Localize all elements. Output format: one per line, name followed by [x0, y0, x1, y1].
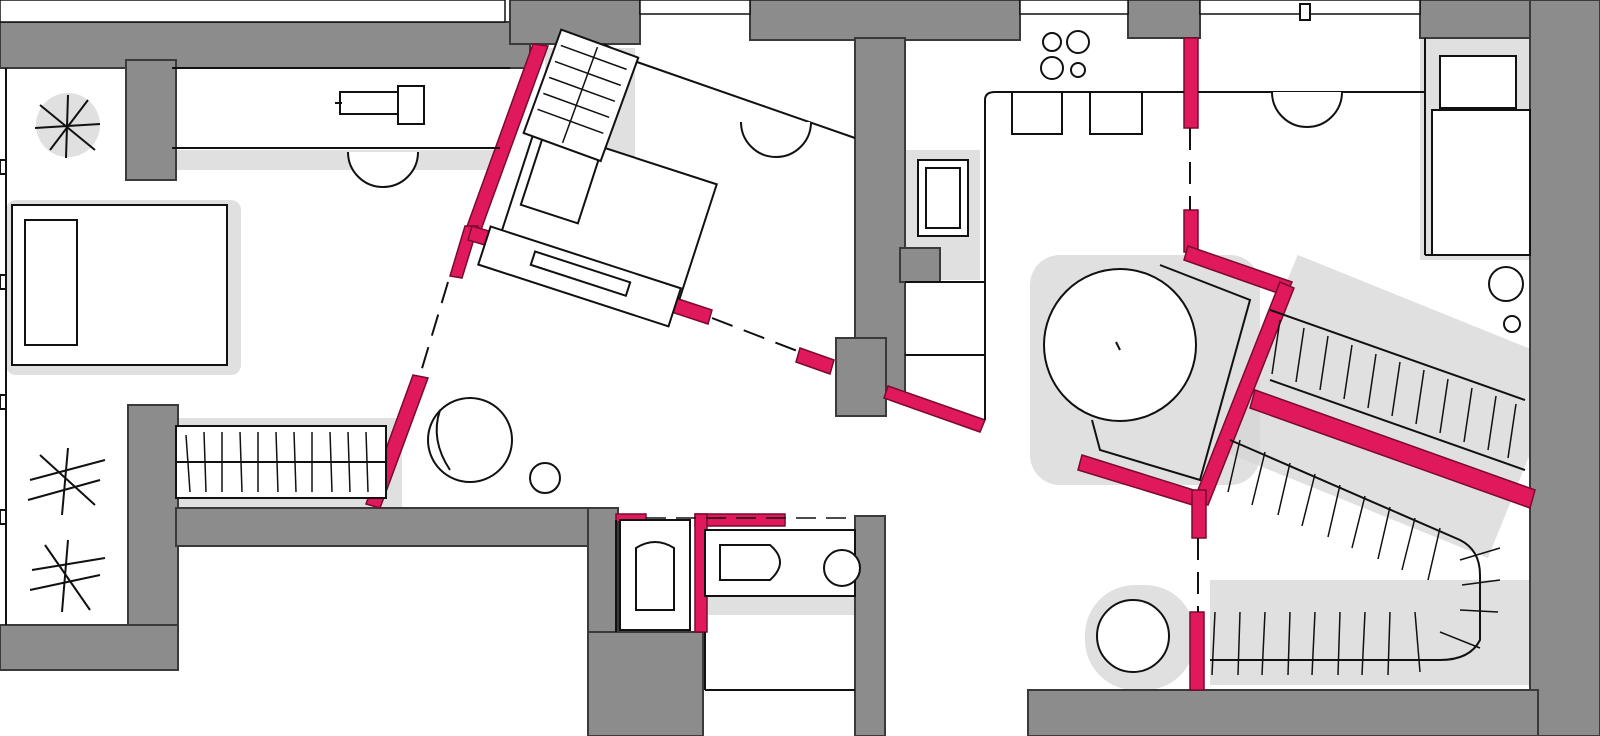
partition-n	[1191, 489, 1207, 539]
bath-sink	[823, 549, 861, 587]
wall-bottom-left	[0, 624, 179, 671]
stool-bottom-right	[1096, 599, 1170, 673]
partition-g	[883, 385, 986, 433]
partition-f	[795, 347, 835, 375]
wall-mark-3	[0, 394, 7, 410]
partition-k	[1193, 281, 1295, 506]
wardrobe-curved	[1210, 439, 1501, 676]
partition-p	[694, 513, 786, 527]
plant-3	[29, 539, 106, 613]
new-partitions	[365, 37, 1536, 691]
chair-semicircle-1	[347, 151, 419, 188]
plant-1	[34, 93, 101, 159]
chair-semicircle-3	[1271, 91, 1343, 128]
wall-center-column-base	[835, 337, 887, 417]
wall-mark-2	[0, 274, 7, 290]
wall-bath-right	[854, 515, 886, 736]
partition-o	[1189, 611, 1205, 691]
wall-mark-4	[0, 509, 7, 525]
stool-small	[529, 462, 561, 494]
wall-kitchen-stub	[899, 247, 941, 283]
stool-large	[427, 397, 513, 483]
angled-sofa	[477, 124, 718, 328]
stove	[1040, 30, 1090, 80]
plant-2	[27, 447, 106, 516]
wall-mark-1	[0, 159, 7, 175]
partition-l	[1249, 389, 1536, 509]
chair-semicircle-2	[740, 121, 812, 158]
wardrobe-rail-right	[1269, 309, 1526, 471]
partition-h	[1183, 37, 1199, 129]
wardrobe-left	[175, 425, 387, 499]
toilet	[619, 519, 691, 631]
wall-top-mid	[749, 0, 1021, 41]
dining-table	[1043, 264, 1252, 482]
kitchen-cabinet-2	[1089, 91, 1143, 135]
wall-bath-bottom	[587, 631, 704, 736]
wall-top-left	[0, 21, 531, 69]
wall-bottom-right	[1027, 689, 1539, 736]
door-lines	[419, 128, 1199, 612]
kitchen-sink	[917, 159, 969, 237]
openings	[0, 0, 1421, 23]
wall-center-horizontal	[175, 507, 617, 547]
desk-chair	[335, 85, 425, 125]
bed	[11, 204, 228, 366]
kitchen-cabinet-1	[1011, 91, 1063, 135]
wall-left-pier-top	[125, 59, 177, 181]
wall-right	[1529, 0, 1600, 736]
stool-large-detail	[435, 409, 451, 471]
partition-i	[1183, 209, 1199, 253]
right-desk	[1431, 55, 1531, 333]
wall-top-notch-b	[1127, 0, 1201, 39]
wardrobe-top	[522, 28, 640, 163]
